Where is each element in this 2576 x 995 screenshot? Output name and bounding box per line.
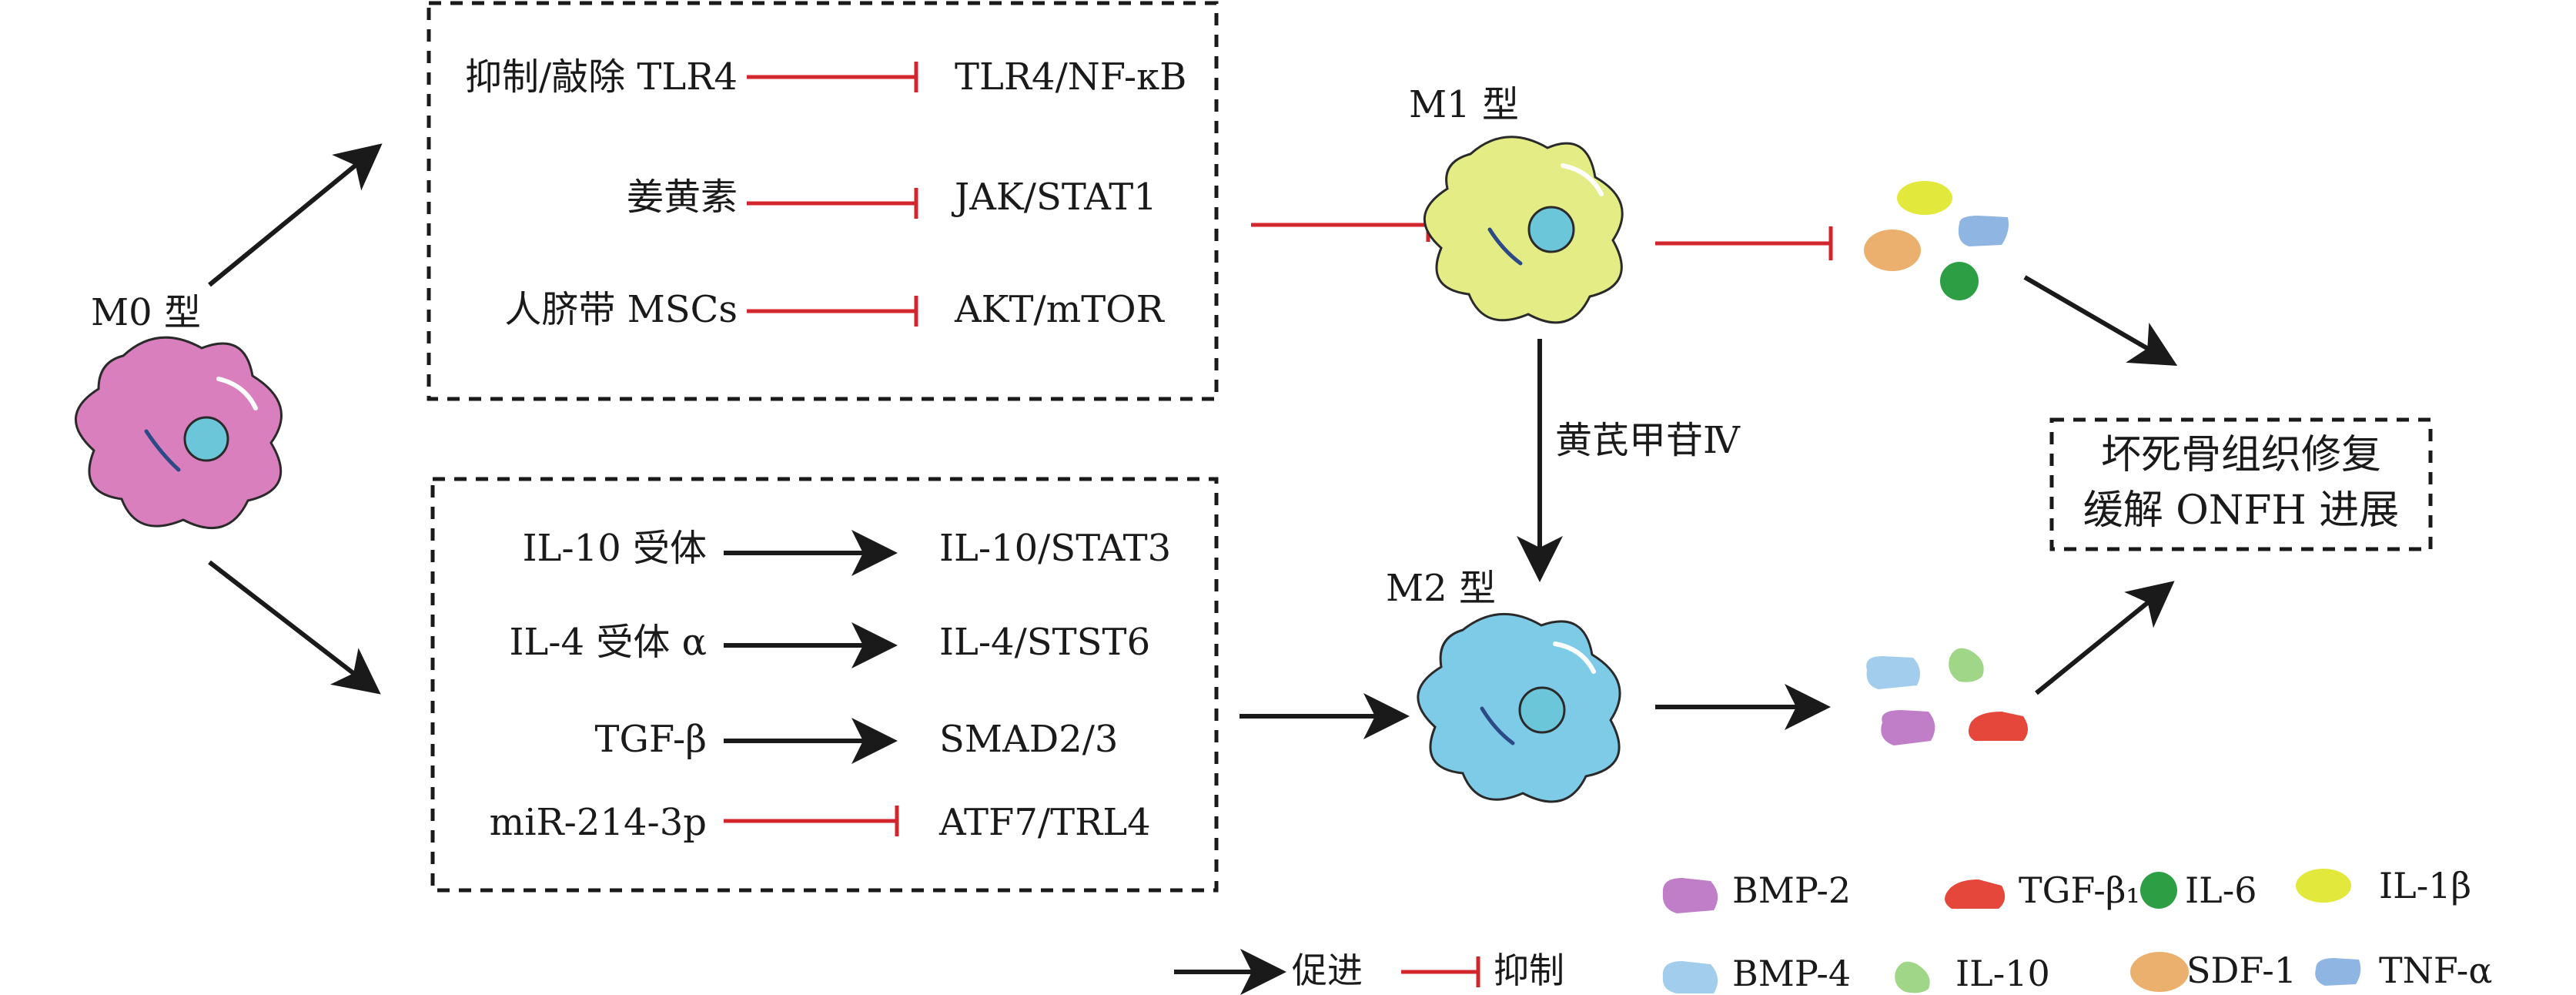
legend-tnf-a-icon bbox=[2315, 958, 2361, 986]
sdf-1-icon bbox=[1864, 229, 1921, 271]
legend-il-10-icon bbox=[1895, 961, 1930, 993]
m1-cell bbox=[1423, 136, 1624, 324]
bmp-2-icon bbox=[1881, 710, 1935, 745]
legend-sdf-1-label: SDF-1 bbox=[2186, 950, 2297, 991]
tgf-b1-icon bbox=[1968, 712, 2028, 741]
m2-cell bbox=[1417, 612, 1621, 803]
legend-tgf-b1-label: TGF-β₁ bbox=[2019, 869, 2140, 911]
m2-row-2-right: IL-4/STST6 bbox=[939, 621, 1150, 664]
il-10-icon bbox=[1949, 648, 1984, 682]
m2-row-4-left: miR-214-3p bbox=[490, 801, 707, 844]
legend-il-1b-label: IL-1β bbox=[2379, 865, 2471, 906]
m2-row-1-left: IL-10 受体 bbox=[523, 527, 707, 570]
legend-il-1b-icon bbox=[2296, 869, 2351, 903]
m1-row-3-right: AKT/mTOR bbox=[954, 288, 1166, 331]
outcome-line-2: 缓解 ONFH 进展 bbox=[2083, 487, 2400, 534]
m1-row-3-left: 人脐带 MSCs bbox=[504, 288, 738, 331]
m0-label: M0 型 bbox=[91, 291, 201, 334]
il-6-icon bbox=[1940, 262, 1979, 300]
m2-row-3-left: TGF-β bbox=[595, 718, 707, 761]
il-1b-icon bbox=[1897, 181, 1952, 215]
m2-row-4-right: ATF7/TRL4 bbox=[938, 801, 1151, 844]
m1-factors-arrow bbox=[2023, 275, 2178, 367]
legend-il-6-icon bbox=[2140, 872, 2177, 909]
legend-il-6-label: IL-6 bbox=[2185, 869, 2257, 911]
m1-row-1-right: TLR4/NF-κB bbox=[955, 55, 1186, 99]
m2-label: M2 型 bbox=[1386, 567, 1496, 610]
m0-cell bbox=[74, 336, 283, 530]
m2-row-3-right: SMAD2/3 bbox=[939, 718, 1118, 761]
legend-tgf-b1-icon bbox=[1945, 879, 2006, 909]
transition-label: 黄芪甲苷Ⅳ bbox=[1555, 419, 1741, 462]
m1-factor-cluster bbox=[1864, 181, 2009, 300]
outcome-line-1: 坏死骨组织修复 bbox=[2101, 432, 2381, 478]
legend-bmp-2-icon bbox=[1662, 878, 1718, 913]
legend-tnf-a-label: TNF-α bbox=[2379, 950, 2492, 991]
m1-label: M1 型 bbox=[1409, 83, 1519, 126]
m2-factors-arrow bbox=[2035, 581, 2175, 695]
bmp-4-icon bbox=[1866, 656, 1920, 689]
m1-row-2-left: 姜黄素 bbox=[627, 176, 738, 219]
legend-sdf-1-icon bbox=[2130, 952, 2189, 992]
m2-row-1-right: IL-10/STAT3 bbox=[939, 527, 1171, 570]
m2-pathway-box bbox=[430, 477, 1219, 893]
m1-row-1-left: 抑制/敲除 TLR4 bbox=[465, 55, 738, 99]
tnf-a-icon bbox=[1958, 216, 2009, 246]
m2-factor-cluster bbox=[1866, 648, 2028, 745]
legend: 促进 抑制 BMP-2 TGF-β₁ IL-6 IL-1β BMP-4 IL-1… bbox=[1174, 865, 2492, 995]
legend-bmp-2-label: BMP-2 bbox=[1732, 869, 1851, 911]
m0-to-m2-arrow bbox=[208, 560, 381, 695]
legend-il-10-label: IL-10 bbox=[1955, 953, 2050, 994]
m0-to-m1-arrow bbox=[208, 143, 383, 287]
m1-row-2-right: JAK/STAT1 bbox=[951, 176, 1157, 219]
outcome-box bbox=[2049, 417, 2433, 551]
legend-inhibit-label: 抑制 bbox=[1494, 950, 1564, 991]
legend-bmp-4-icon bbox=[1662, 961, 1718, 993]
legend-bmp-4-label: BMP-4 bbox=[1732, 953, 1851, 994]
legend-promote-label: 促进 bbox=[1292, 950, 1363, 991]
m1-pathway-box bbox=[427, 1, 1219, 401]
m2-row-2-left: IL-4 受体 α bbox=[509, 621, 707, 664]
